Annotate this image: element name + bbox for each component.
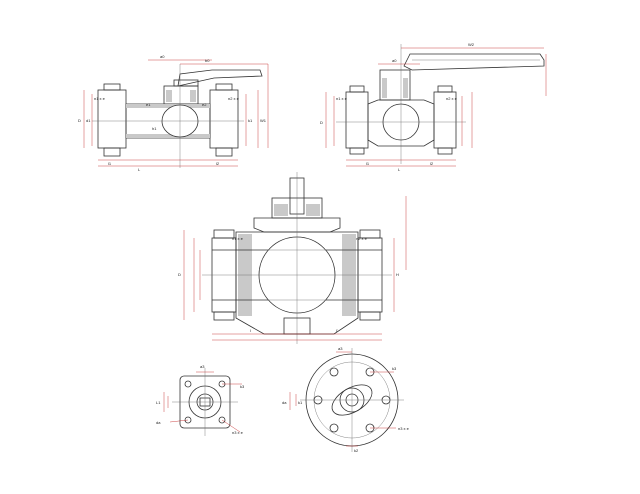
view-lever-valve-small: a0 b0 D d1 n1 x e n2 x e k1 W1 h1 e1 e2 … (78, 54, 269, 172)
v1-dim-l2: l2 (216, 161, 220, 166)
b2-dim-e: n3 x e (398, 426, 410, 431)
b1-dim-b: k3 (240, 384, 245, 389)
v2-dim-l2: l2 (430, 161, 434, 166)
view-lever-valve-large: W2 a0 D n1 x e n2 x e L l1 l2 (320, 42, 547, 172)
v2-dim-w: W2 (468, 42, 475, 47)
v1-dim-b: b0 (205, 58, 210, 63)
v1-dim-a: a0 (160, 54, 165, 59)
lever-hub (173, 79, 199, 87)
b1-dim-d: L1 (156, 400, 161, 405)
b2-dim-c: da (282, 400, 287, 405)
v1-dim-e2: e2 (202, 102, 207, 107)
v2-dim-ll: l1 (366, 161, 370, 166)
view-bottom-flange-large: a3 k3 da k1 n3 x e k2 (282, 346, 410, 453)
view-bottom-flange-small: a3 k3 da L1 n3 x e (156, 364, 245, 436)
v3-dim-l2: l' (336, 328, 338, 333)
b2-dim-b: k3 (392, 366, 397, 371)
v1-dim-n: n1 x e (94, 96, 106, 101)
v3-dim-h: H (396, 272, 399, 277)
b2-dim-d: k1 (298, 400, 303, 405)
v3-dim-n2: n2 x e (356, 236, 368, 241)
v3-dim-d: D (178, 272, 181, 277)
flange-left-2 (345, 91, 369, 149)
v2-dim-d: D (320, 120, 323, 125)
valve-body-2 (367, 99, 435, 147)
v1-dim-ll: l1 (108, 161, 112, 166)
v2-dim-l: L (398, 167, 401, 172)
b1-dim-c: da (156, 420, 161, 425)
v1-dim-d2: D (78, 118, 81, 123)
v1-dim-l: L (138, 167, 141, 172)
v3-dim-l: l (250, 328, 251, 333)
v1-dim-e1: e1 (146, 102, 151, 107)
v2-dim-n2: n2 x e (446, 96, 458, 101)
b2-dim-f: k2 (354, 448, 359, 453)
v1-dim-n2: n2 x e (228, 96, 240, 101)
v2-dim-n: n1 x e (336, 96, 348, 101)
lever-handle-long (403, 53, 545, 71)
v1-dim-h: h1 (152, 126, 157, 131)
b1-dim-a: a3 (200, 364, 205, 369)
view-section-large: n1 x e n2 x e D H l l' (178, 172, 407, 344)
lever-handle (177, 69, 263, 87)
v1-dim-d1: d1 (86, 118, 91, 123)
v3-dim-n: n1 x e (232, 236, 244, 241)
v1-dim-k: k1 (248, 118, 253, 123)
v1-dim-w: W1 (260, 118, 267, 123)
v2-dim-a: a0 (392, 58, 397, 63)
b1-dim-e: n3 x e (232, 430, 244, 435)
b2-dim-a: a3 (338, 346, 343, 351)
